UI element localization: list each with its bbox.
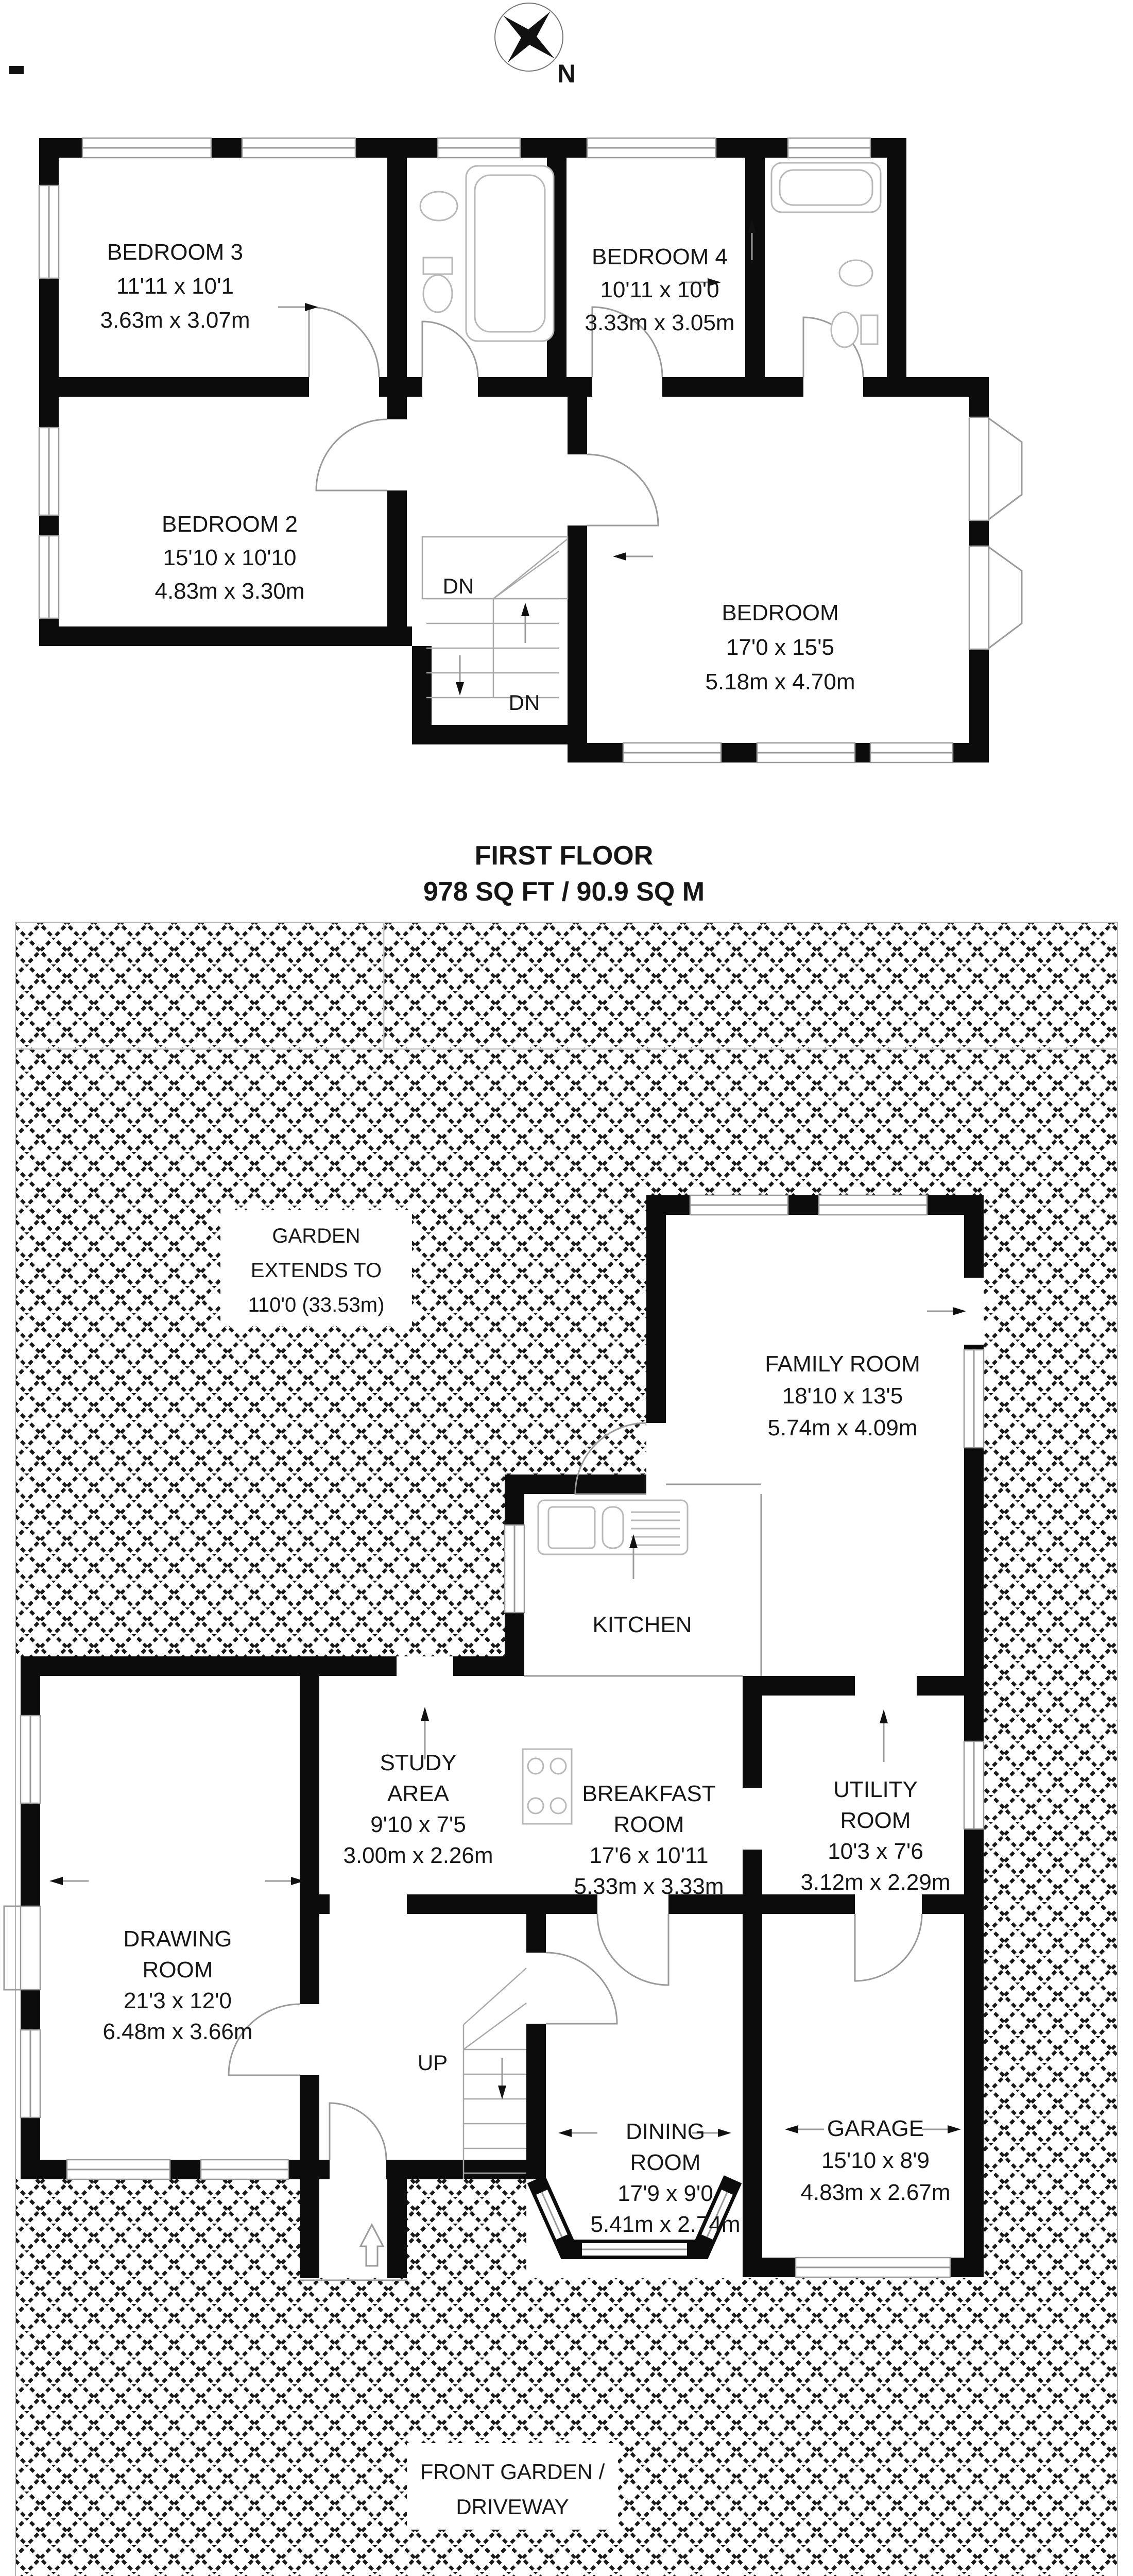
stairs-dn-upper-label: DN	[443, 574, 474, 598]
bedroom3-metric: 3.63m x 3.07m	[100, 308, 250, 333]
kitchen-name: KITCHEN	[592, 1612, 692, 1637]
drawing-room-name2: ROOM	[143, 1957, 213, 1982]
bedroom-imperial: 17'0 x 15'5	[726, 635, 834, 660]
garden-note-box	[220, 1210, 412, 1326]
bathroom-1-fixtures	[419, 165, 555, 342]
front-garden-line2: DRIVEWAY	[456, 2495, 569, 2519]
first-floor-caption-area: 978 SQ FT / 90.9 SQ M	[423, 877, 705, 907]
garage-name: GARAGE	[827, 2116, 924, 2141]
family-room-name: FAMILY ROOM	[765, 1351, 920, 1377]
front-garden-note-box	[407, 2443, 618, 2530]
utility-room-metric: 3.12m x 2.29m	[800, 1870, 950, 1895]
bedroom4-metric: 3.33m x 3.05m	[585, 310, 734, 335]
first-floor-stairs	[421, 536, 569, 699]
first-floor-doors	[308, 306, 864, 527]
dining-bay-glazing	[536, 2190, 733, 2256]
garden-note-line3: 110'0 (33.53m)	[248, 1294, 385, 1316]
scan-artifact-mark	[9, 66, 24, 74]
ground-floor-plan: GARDEN EXTENDS TO 110'0 (33.53m)	[3, 922, 1118, 2576]
front-garden-line1: FRONT GARDEN /	[420, 2460, 605, 2484]
study-area-name1: STUDY	[380, 1750, 456, 1775]
ground-floor-arrows	[49, 1307, 966, 2267]
first-floor-arrows	[278, 219, 756, 561]
garden-hatch	[15, 922, 1118, 2576]
garden-note-line2: EXTENDS TO	[251, 1259, 382, 1282]
bedroom-metric: 5.18m x 4.70m	[705, 669, 855, 694]
stairs-dn-lower-label: DN	[509, 690, 540, 715]
bedroom3-name: BEDROOM 3	[107, 240, 243, 265]
kitchen-sink	[537, 1499, 689, 1555]
bedroom4-name: BEDROOM 4	[592, 244, 728, 269]
bedroom3-imperial: 11'11 x 10'1	[116, 274, 234, 299]
garden-note-line1: GARDEN	[272, 1225, 360, 1247]
kitchen-hob	[522, 1748, 573, 1825]
stairs-up-label: UP	[418, 2050, 448, 2075]
bedroom2-name: BEDROOM 2	[162, 512, 298, 537]
drawing-room-imperial: 21'3 x 12'0	[124, 1988, 232, 2013]
north-label: N	[557, 59, 576, 88]
master-bay-window-2	[988, 546, 1023, 649]
master-bay-window-1	[988, 417, 1023, 520]
bedroom4-imperial: 10'11 x 10'0	[600, 277, 719, 302]
utility-room-name2: ROOM	[840, 1808, 911, 1833]
breakfast-room-name1: BREAKFAST	[582, 1781, 715, 1806]
bedroom-name: BEDROOM	[722, 600, 838, 625]
first-floor-windows	[38, 137, 1023, 764]
dining-room-metric: 5.41m x 2.74m	[590, 2212, 740, 2237]
breakfast-room-name2: ROOM	[614, 1812, 684, 1837]
drawing-room-bay-window	[3, 1905, 21, 1991]
utility-room-name1: UTILITY	[833, 1777, 918, 1802]
first-floor-door-openings	[309, 377, 863, 526]
compass-rose-icon: N	[494, 3, 576, 88]
ground-floor-windows	[3, 1194, 985, 2278]
drawing-room-name1: DRAWING	[123, 1926, 232, 1952]
ground-floor-interior	[21, 1195, 984, 2278]
drawing-room-metric: 6.48m x 3.66m	[102, 2019, 252, 2044]
first-floor-caption-title: FIRST FLOOR	[475, 841, 654, 871]
breakfast-room-metric: 5.33m x 3.33m	[574, 1874, 724, 1899]
bedroom2-metric: 4.83m x 3.30m	[154, 579, 304, 604]
family-room-imperial: 18'10 x 13'5	[782, 1383, 903, 1409]
bedroom2-imperial: 15'10 x 10'10	[163, 545, 296, 570]
ground-floor-doors	[228, 1422, 923, 2160]
breakfast-room-imperial: 17'6 x 10'11	[589, 1843, 708, 1868]
first-floor-plan: BEDROOM 3 11'11 x 10'1 3.63m x 3.07m BED…	[38, 137, 1023, 907]
garage-imperial: 15'10 x 8'9	[821, 2148, 930, 2173]
dining-room-imperial: 17'9 x 9'0	[617, 2181, 713, 2206]
bathroom-2-fixtures	[770, 162, 882, 348]
garage-metric: 4.83m x 2.67m	[800, 2180, 950, 2205]
study-area-name2: AREA	[387, 1781, 449, 1806]
utility-room-imperial: 10'3 x 7'6	[828, 1839, 923, 1864]
study-area-imperial: 9'10 x 7'5	[370, 1812, 466, 1837]
dining-room-name1: DINING	[626, 2119, 705, 2144]
entrance-arrow-icon	[359, 2223, 385, 2267]
study-area-metric: 3.00m x 2.26m	[343, 1843, 493, 1868]
family-room-metric: 5.74m x 4.09m	[767, 1415, 917, 1440]
ground-floor-door-openings	[300, 1278, 984, 2179]
ground-floor-stairs	[462, 1968, 527, 2179]
dining-room-name2: ROOM	[630, 2150, 701, 2175]
open-plan-dividers	[300, 1483, 762, 2281]
